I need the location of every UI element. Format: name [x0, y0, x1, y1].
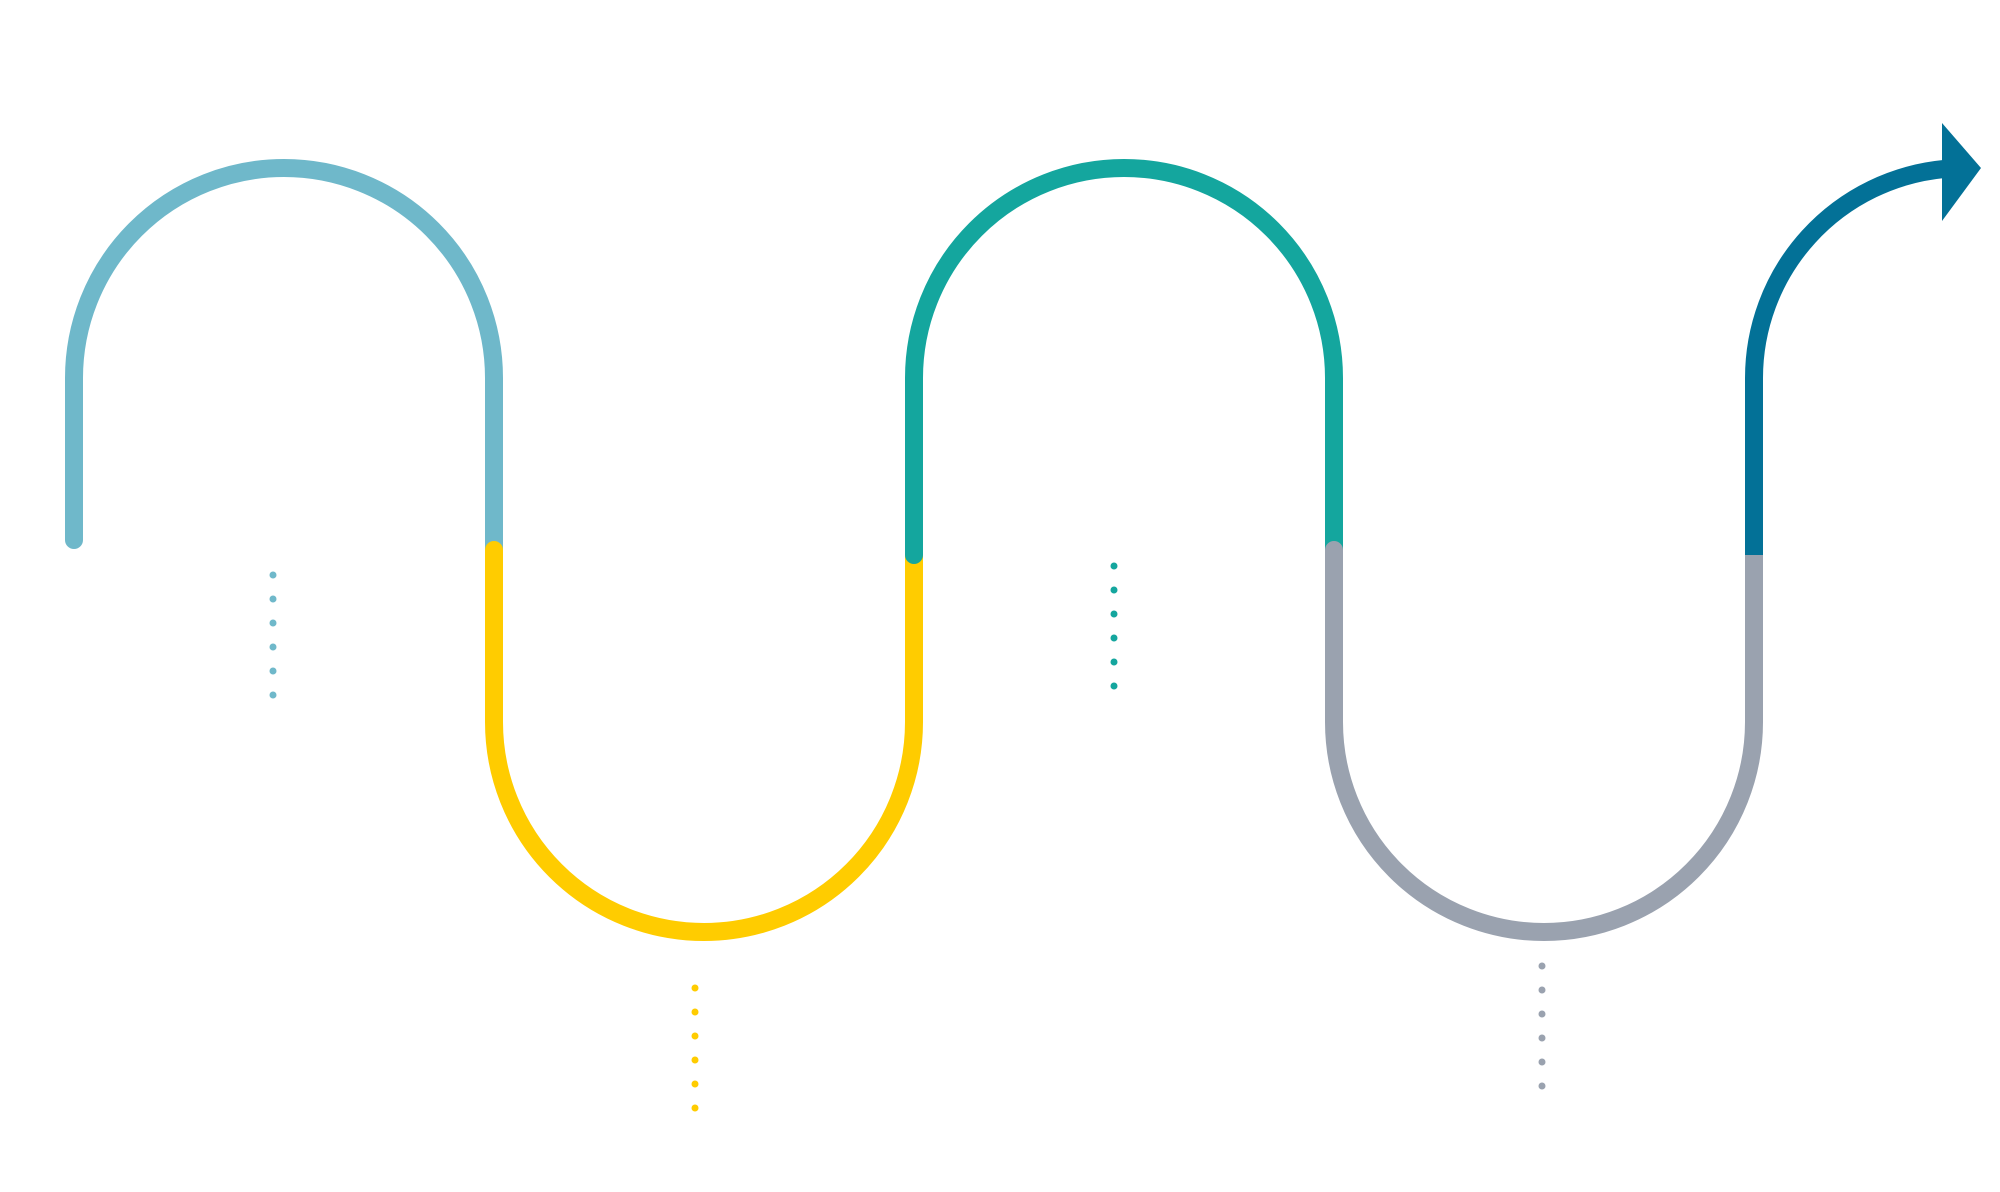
leader-dot — [1110, 586, 1118, 594]
leader-dot — [691, 1008, 699, 1016]
leader-dot — [691, 1080, 699, 1088]
leader-dot — [1110, 610, 1118, 618]
leader-dot — [691, 1032, 699, 1040]
leader-dot — [269, 571, 277, 579]
leader-dot — [691, 1104, 699, 1112]
leader-dot — [1538, 1082, 1546, 1090]
dots-1-leader — [269, 571, 277, 699]
leader-dot — [1110, 562, 1118, 570]
timeline-segment-4 — [1325, 541, 1763, 941]
leader-dot — [691, 984, 699, 992]
leader-dot — [269, 595, 277, 603]
dots-3-leader — [1110, 562, 1118, 690]
leader-dot — [1538, 1058, 1546, 1066]
leader-dot — [1538, 962, 1546, 970]
leader-dot — [1110, 658, 1118, 666]
leader-dot — [1538, 1034, 1546, 1042]
timeline-path — [65, 159, 1945, 941]
timeline-segment-5 — [1745, 160, 1945, 555]
dot-leaders — [269, 562, 1546, 1112]
leader-dot — [269, 643, 277, 651]
arrow-head-icon — [1942, 123, 1981, 221]
dots-2-leader — [691, 984, 699, 1112]
leader-dot — [269, 619, 277, 627]
leader-dot — [269, 691, 277, 699]
timeline-segment-1 — [65, 159, 503, 559]
leader-dot — [1538, 986, 1546, 994]
leader-dot — [691, 1056, 699, 1064]
leader-dot — [1538, 1010, 1546, 1018]
timeline-segment-3 — [905, 159, 1343, 564]
leader-dot — [1110, 634, 1118, 642]
timeline-segment-2 — [485, 541, 923, 941]
leader-dot — [269, 667, 277, 675]
leader-dot — [1110, 682, 1118, 690]
dots-4-leader — [1538, 962, 1546, 1090]
